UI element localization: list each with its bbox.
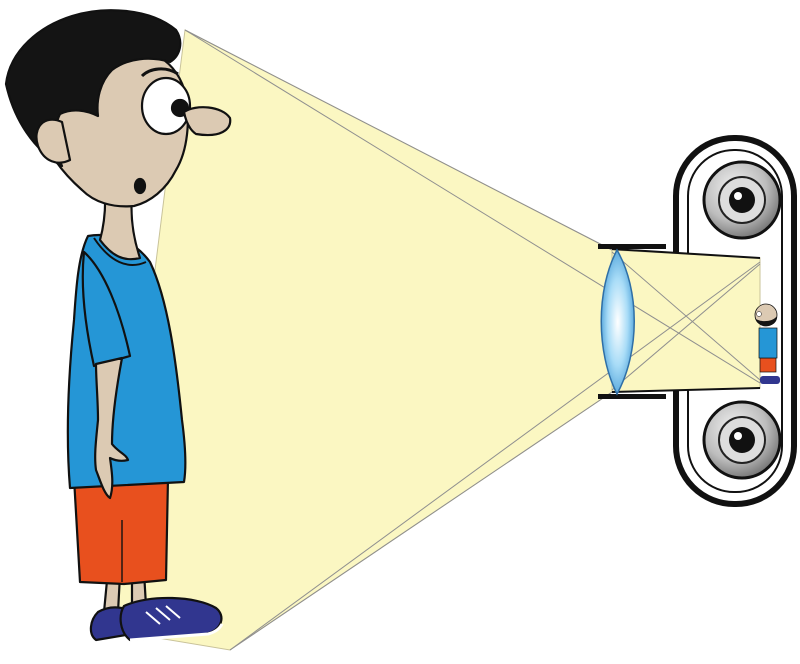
- speaker-icon: [702, 400, 782, 480]
- speaker-icon: [702, 160, 782, 240]
- light-rays: [184, 29, 761, 651]
- boy-eye: [140, 76, 192, 136]
- lens-icon: [600, 248, 635, 396]
- aperture-bottom: [598, 394, 666, 399]
- boy-front-arm: [94, 356, 130, 500]
- inverted-image-icon: [754, 303, 780, 384]
- boy-nose: [182, 106, 232, 137]
- aperture-top: [598, 244, 666, 249]
- boy-ear: [35, 118, 72, 164]
- aperture: [598, 244, 761, 399]
- boy-shoe: [119, 596, 223, 642]
- boy-mouth: [133, 177, 147, 195]
- boy-shorts: [72, 476, 170, 586]
- boy-figure: [4, 9, 232, 642]
